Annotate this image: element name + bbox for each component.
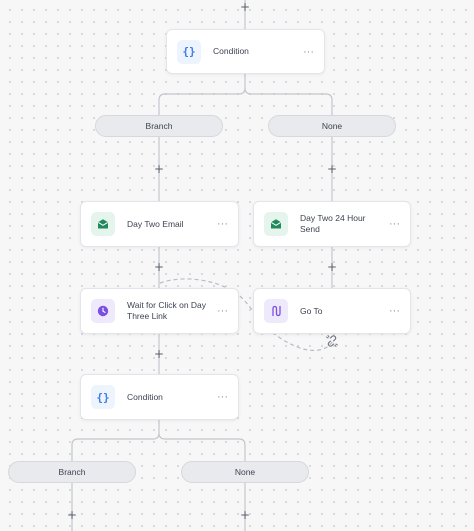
- branch-label: Branch: [58, 467, 86, 477]
- branch-label: None: [234, 467, 256, 477]
- node-label: Day Two 24 Hour Send: [300, 213, 366, 234]
- node-label: Condition: [127, 391, 163, 402]
- branch-label: None: [321, 121, 343, 131]
- more-options-icon[interactable]: ···: [389, 305, 400, 317]
- clock-icon: [91, 299, 115, 323]
- none-pill[interactable]: None: [268, 115, 396, 137]
- add-step-button[interactable]: +: [239, 508, 251, 522]
- goto-node[interactable]: Go To ···: [253, 288, 411, 334]
- node-label: Day Two Email: [127, 218, 184, 229]
- wait-node[interactable]: Wait for Click on Day Three Link ···: [80, 288, 239, 334]
- email-node[interactable]: Day Two 24 Hour Send ···: [253, 201, 411, 247]
- connector-line: [158, 432, 246, 461]
- more-options-icon[interactable]: ···: [217, 305, 228, 317]
- curly-braces-icon: {}: [91, 385, 115, 409]
- curly-braces-icon: {}: [177, 39, 201, 64]
- connector-line: [244, 87, 333, 115]
- more-options-icon[interactable]: ···: [217, 391, 228, 403]
- add-step-button[interactable]: +: [326, 162, 338, 176]
- add-step-button[interactable]: +: [153, 162, 165, 176]
- none-pill[interactable]: None: [181, 461, 309, 483]
- node-label: Go To: [300, 305, 323, 316]
- email-node[interactable]: Day Two Email ···: [80, 201, 239, 247]
- goto-loop-icon: [264, 299, 288, 323]
- connector-line: [158, 74, 246, 115]
- more-options-icon[interactable]: ···: [303, 45, 314, 58]
- more-options-icon[interactable]: ···: [217, 218, 228, 230]
- add-step-button[interactable]: +: [66, 508, 78, 522]
- envelope-icon: [91, 212, 115, 236]
- envelope-icon: [264, 212, 288, 236]
- add-step-button[interactable]: +: [153, 347, 165, 361]
- condition-node[interactable]: {} Condition ···: [80, 374, 239, 420]
- node-label: Condition: [213, 46, 249, 56]
- condition-node[interactable]: {} Condition ···: [166, 29, 325, 74]
- add-step-button[interactable]: +: [153, 260, 165, 274]
- add-step-button[interactable]: +: [326, 260, 338, 274]
- branch-label: Branch: [145, 121, 173, 131]
- node-label: Wait for Click on Day Three Link: [127, 300, 207, 321]
- more-options-icon[interactable]: ···: [389, 218, 400, 230]
- branch-pill[interactable]: Branch: [8, 461, 136, 483]
- connector-line: [71, 420, 160, 461]
- unlink-icon[interactable]: [325, 334, 339, 348]
- add-step-button[interactable]: +: [239, 0, 251, 14]
- branch-pill[interactable]: Branch: [95, 115, 223, 137]
